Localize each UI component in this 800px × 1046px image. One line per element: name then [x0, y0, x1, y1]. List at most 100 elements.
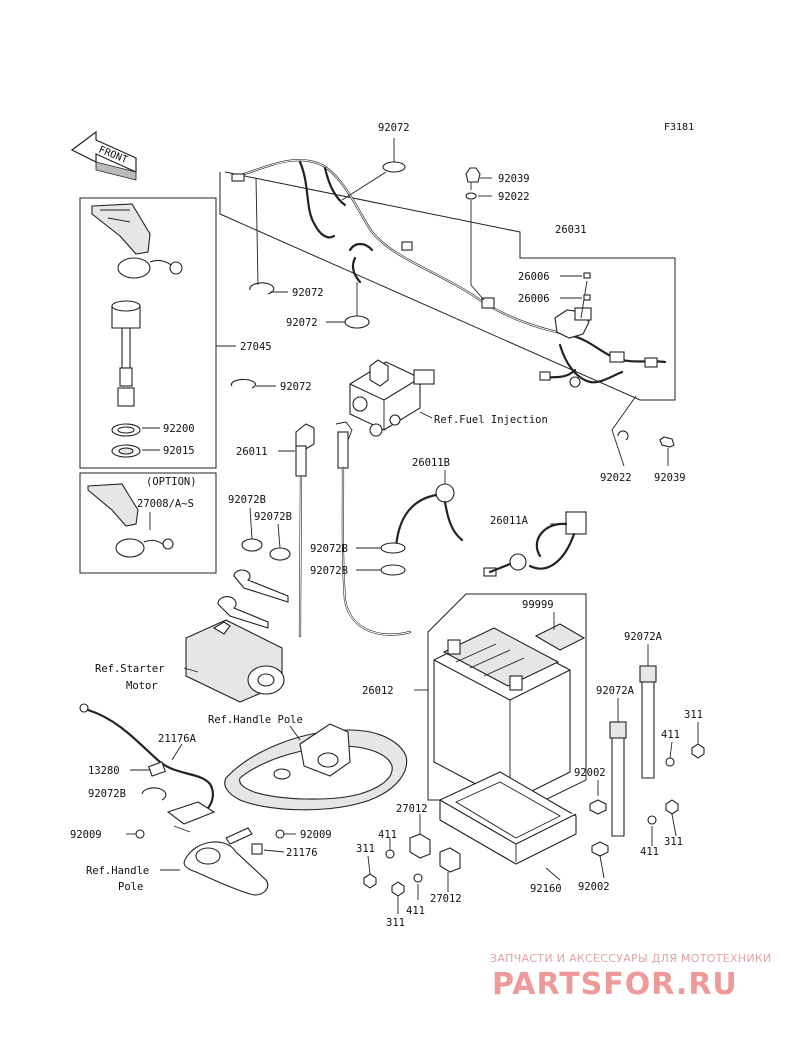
bolt-92002-a: 92002: [574, 767, 607, 815]
label-ref-starter-1: Ref.Starter: [95, 663, 165, 675]
label-411-d: 411: [406, 905, 425, 917]
figure-id: F3181: [664, 122, 694, 133]
label-92039-right: 92039: [654, 472, 686, 484]
bolt-92039-right: 92039: [654, 436, 686, 484]
label-26031: 26031: [555, 224, 587, 236]
terminal-27012-a: 27012: [396, 803, 431, 859]
label-311-c: 311: [356, 843, 375, 855]
label-92009-b: 92009: [300, 829, 332, 841]
front-arrow-icon: FRONT: [70, 130, 137, 181]
nut-311-d: 311: [386, 881, 405, 929]
strap-92072a-a: 92072A: [624, 631, 663, 779]
label-26006-b: 26006: [518, 293, 550, 305]
label-option: (OPTION): [146, 476, 197, 488]
label-411-b: 411: [640, 846, 659, 858]
label-92072a-b: 92072A: [596, 685, 635, 697]
battery-cable-26011: 26011: [236, 421, 412, 638]
label-27012-b: 27012: [430, 893, 462, 905]
label-92002-a: 92002: [574, 767, 606, 779]
label-27045: 27045: [240, 341, 272, 353]
label-92039-top: 92039: [498, 173, 530, 185]
label-27012-a: 27012: [396, 803, 428, 815]
clamp-92072b-a: 92072B: [228, 494, 266, 552]
clamp-92072-top: 92072: [341, 122, 410, 201]
clamp-92072b-b: 92072B: [254, 511, 292, 561]
label-26011a: 26011A: [490, 515, 529, 527]
label-21176: 21176: [286, 847, 318, 859]
clamp-92072-d: 92072: [230, 378, 312, 393]
nut-311-b: 311: [664, 799, 683, 848]
strap-92072a-b: 92072A: [596, 685, 635, 837]
washer-411-b: 411: [640, 815, 659, 858]
option-key-box-27008: (OPTION) 27008/A~S: [79, 472, 217, 574]
sensor-harness-21176a: 21176A: [79, 703, 214, 814]
washer-411-d: 411: [406, 873, 425, 917]
label-92072b-a: 92072B: [228, 494, 266, 506]
watermark-tagline: ЗАПЧАСТИ И АКСЕССУАРЫ ДЛЯ МОТОТЕХНИКИ: [490, 952, 772, 965]
battery-26012: [433, 627, 571, 803]
label-21176a: 21176A: [158, 733, 197, 745]
clamp-92072b-c: 92072B: [310, 542, 406, 555]
label-26011: 26011: [236, 446, 268, 458]
screw-92009-a: 92009: [70, 829, 145, 841]
label-92015: 92015: [163, 445, 195, 457]
battery-tray-92160: 92160: [439, 771, 577, 895]
clamp-92072-c: 92072: [286, 282, 370, 329]
label-92022-top: 92022: [498, 191, 530, 203]
label-92072-top: 92072: [378, 122, 410, 134]
label-92072b-d: 92072B: [310, 565, 348, 577]
cable-26011b: 26011B: [394, 457, 464, 550]
label-ref-starter-2: Motor: [126, 680, 158, 692]
label-ref-handle-pole-top: Ref.Handle Pole: [208, 714, 303, 726]
cable-26011a: 26011A: [483, 511, 587, 577]
label-ref-handle-pole-1: Ref.Handle: [86, 865, 149, 877]
label-26006-a: 26006: [518, 271, 550, 283]
label-311-d: 311: [386, 917, 405, 929]
washer-411-a: 411: [661, 729, 680, 767]
starter-cables: [217, 569, 289, 629]
label-411-c: 411: [378, 829, 397, 841]
bracket-clamp: [166, 801, 216, 833]
label-13280: 13280: [88, 765, 120, 777]
washer-92022-top: 92022: [465, 191, 530, 301]
label-92072b-e: 92072B: [88, 788, 126, 800]
label-92072-d: 92072: [280, 381, 312, 393]
label-311-a: 311: [684, 709, 703, 721]
plate-13280: 13280: [88, 761, 166, 777]
watermark-logo: PARTSFOR.RU: [492, 967, 738, 1002]
nut-311-c: 311: [356, 843, 377, 889]
terminal-27012-b: 27012: [430, 847, 462, 905]
label-sheet-99999: 99999: [522, 599, 586, 651]
label-92072-c: 92072: [286, 317, 318, 329]
bolt-92039-top: 92039: [465, 167, 530, 190]
label-92072b-c: 92072B: [310, 543, 348, 555]
screw-92009-b: 92009: [275, 829, 332, 841]
bolt-92002-b: 92002: [578, 841, 610, 893]
label-92002-b: 92002: [578, 881, 610, 893]
label-92072-b: 92072: [292, 287, 324, 299]
washer-411-c: 411: [378, 829, 397, 859]
label-92022-right: 92022: [600, 472, 632, 484]
label-92072b-b: 92072B: [254, 511, 292, 523]
main-harness-frame: [219, 171, 676, 401]
label-99999: 99999: [522, 599, 554, 611]
washer-92022-right: 92022: [600, 395, 637, 484]
sensor-21176: 21176: [225, 827, 318, 859]
label-27008: 27008/A~S: [137, 498, 194, 510]
handle-pole-ref-bottom: Ref.Handle Pole: [86, 841, 269, 896]
label-92200: 92200: [163, 423, 195, 435]
clamp-92072-b: 92072: [249, 177, 324, 299]
starter-relay-assembly: Ref.Fuel Injection: [349, 359, 548, 437]
label-ref-handle-pole-2: Pole: [118, 881, 143, 893]
label-ref-fuel-injection: Ref.Fuel Injection: [434, 414, 548, 426]
fuse-26006-b: 26006: [518, 293, 591, 305]
main-wiring-harness-26031: [231, 159, 667, 388]
label-26011b: 26011B: [412, 457, 450, 469]
label-26012: 26012: [362, 685, 394, 697]
label-311-b: 311: [664, 836, 683, 848]
clamp-92072b-e: 92072B: [88, 787, 167, 801]
label-92160: 92160: [530, 883, 562, 895]
label-411-a: 411: [661, 729, 680, 741]
